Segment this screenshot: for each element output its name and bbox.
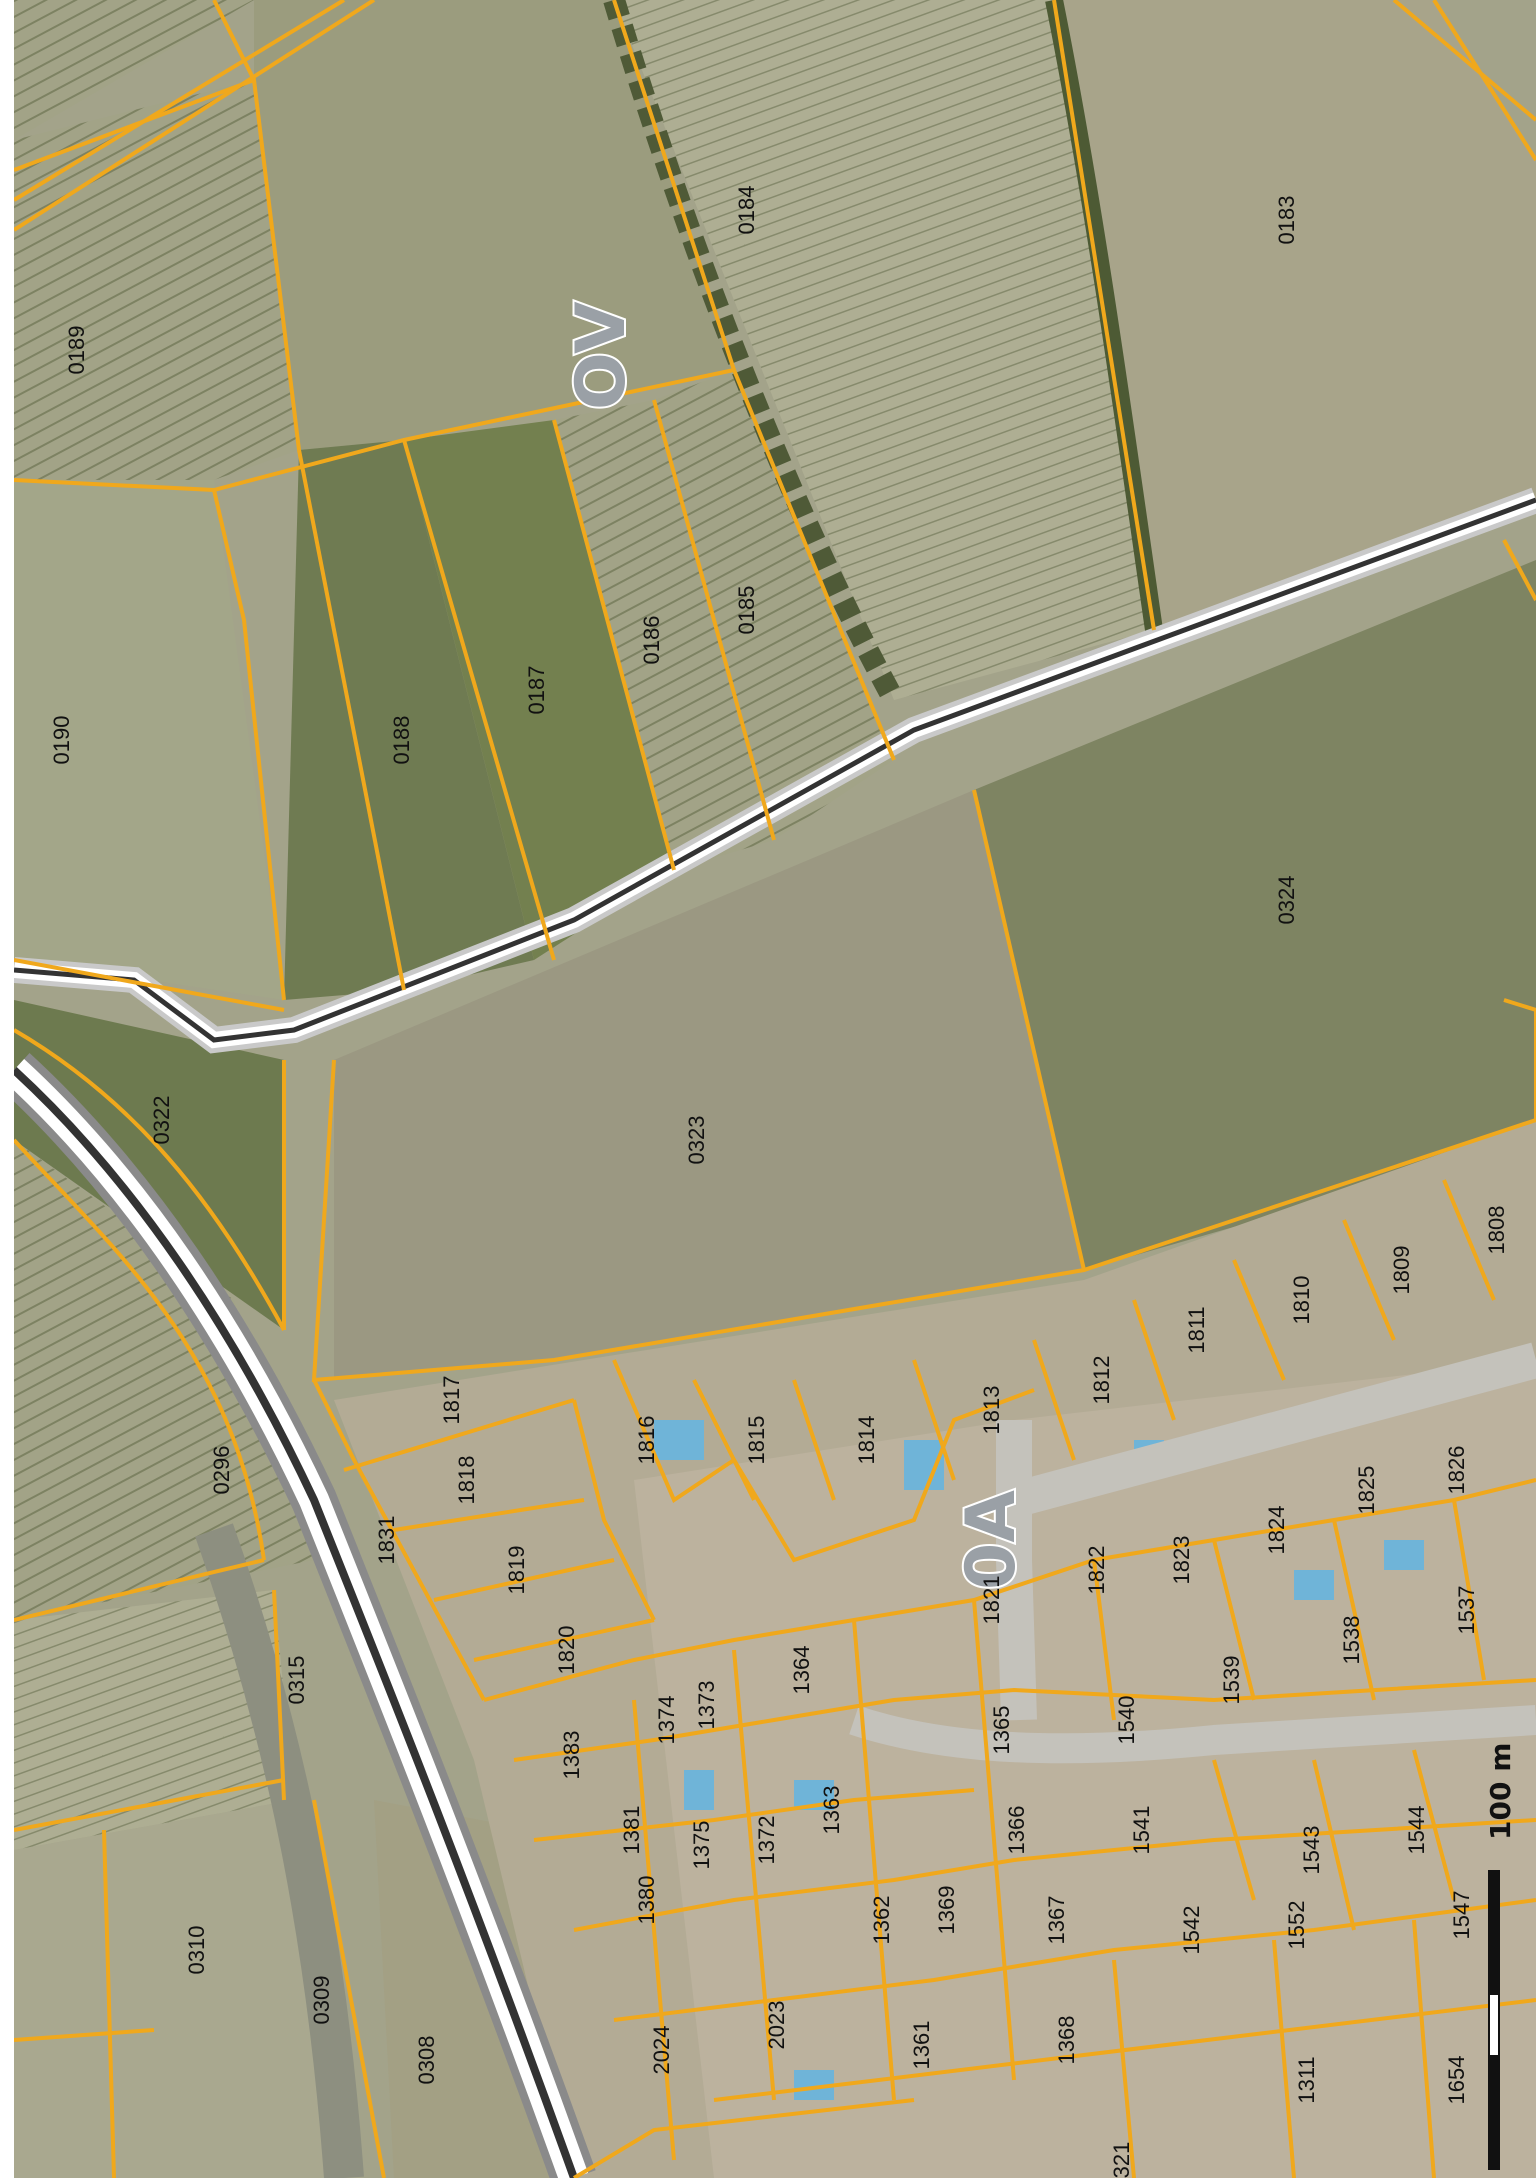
- parcel-label[interactable]: 1809: [1389, 1246, 1414, 1295]
- parcel-label[interactable]: 1537: [1454, 1586, 1479, 1635]
- parcel-label[interactable]: 1654: [1444, 2056, 1469, 2105]
- parcel-label[interactable]: 1540: [1114, 1696, 1139, 1745]
- parcel-label[interactable]: 1812: [1089, 1356, 1114, 1405]
- parcel-label[interactable]: 1368: [1054, 2016, 1079, 2065]
- parcel-label[interactable]: 1383: [559, 1731, 584, 1780]
- parcel-label[interactable]: 1539: [1219, 1656, 1244, 1705]
- parcel-label[interactable]: 1819: [504, 1546, 529, 1595]
- parcel-label[interactable]: 1811: [1184, 1306, 1209, 1353]
- parcel-label[interactable]: 1552: [1284, 1901, 1309, 1950]
- scale-bar-white-segment: [1490, 1995, 1498, 2055]
- parcel-label[interactable]: 0186: [639, 616, 664, 665]
- section-label-0a: 0A: [952, 1490, 1031, 1590]
- parcel-label[interactable]: 0183: [1274, 196, 1299, 245]
- parcel-label[interactable]: 1365: [989, 1706, 1014, 1755]
- parcel-labels: 0189 0190 0188 0187 0186 0185 0184 0183 0324 0323…: [49, 186, 1509, 2178]
- residential-zone: [334, 1120, 1536, 2178]
- parcel-label[interactable]: 1808: [1484, 1206, 1509, 1255]
- parcel-label[interactable]: 0188: [389, 716, 414, 765]
- parcel-label[interactable]: 0187: [524, 666, 549, 715]
- parcel-label[interactable]: 2024: [649, 2026, 674, 2075]
- parcel-label[interactable]: 1813: [979, 1386, 1004, 1435]
- parcel-label[interactable]: 1372: [754, 1816, 779, 1865]
- scale-bar[interactable]: 100 m: [1484, 1743, 1517, 2170]
- parcel-label[interactable]: 1825: [1354, 1466, 1379, 1515]
- parcel-label[interactable]: 1818: [454, 1456, 479, 1505]
- parcel-label[interactable]: 0308: [414, 2036, 439, 2085]
- parcel-label[interactable]: 1361: [909, 2021, 934, 2070]
- parcel-label[interactable]: 0324: [1274, 876, 1299, 925]
- parcel-label[interactable]: 321: [1109, 2142, 1134, 2178]
- parcel-label[interactable]: 1381: [619, 1806, 644, 1855]
- parcel-label[interactable]: 1820: [554, 1626, 579, 1675]
- section-labels: OV 0A: [560, 299, 1033, 1592]
- parcel-label[interactable]: 1375: [689, 1821, 714, 1870]
- parcel-label[interactable]: 1824: [1264, 1506, 1289, 1555]
- parcel-label[interactable]: 0322: [149, 1096, 174, 1145]
- parcel-label[interactable]: 1366: [1004, 1806, 1029, 1855]
- parcel-label[interactable]: 1547: [1449, 1891, 1474, 1940]
- parcel-label[interactable]: 1831: [374, 1516, 399, 1565]
- parcel-label[interactable]: 1544: [1404, 1806, 1429, 1855]
- parcel-label[interactable]: 1821: [979, 1576, 1004, 1625]
- parcel-label[interactable]: 1363: [819, 1786, 844, 1835]
- section-label-ov: OV: [562, 301, 641, 410]
- parcel-label[interactable]: 0189: [64, 326, 89, 375]
- parcel-label[interactable]: 1826: [1444, 1446, 1469, 1495]
- parcel-label[interactable]: 0296: [209, 1446, 234, 1495]
- parcel-label[interactable]: 1815: [744, 1416, 769, 1465]
- parcel-label[interactable]: 1816: [634, 1416, 659, 1465]
- parcel-label[interactable]: 1364: [789, 1646, 814, 1695]
- parcel-label[interactable]: 1311: [1294, 2056, 1319, 2103]
- roads: [14, 487, 1536, 2178]
- parcel-label[interactable]: 1362: [869, 1896, 894, 1945]
- parcel-label[interactable]: 1380: [634, 1876, 659, 1925]
- parcel-label[interactable]: 1810: [1289, 1276, 1314, 1325]
- cadastral-map[interactable]: OV 0A 0189 0190 0188 0187 0186 0185 0184 0183 03…: [14, 0, 1536, 2178]
- parcel-label[interactable]: 1817: [439, 1376, 464, 1425]
- field-areas: [14, 0, 1536, 2178]
- parcel-label[interactable]: 1367: [1044, 1896, 1069, 1945]
- parcel-label[interactable]: 0184: [734, 186, 759, 235]
- parcel-label[interactable]: 0190: [49, 716, 74, 765]
- parcel-label[interactable]: 0309: [309, 1976, 334, 2025]
- parcel-label[interactable]: 0185: [734, 586, 759, 635]
- parcel-label[interactable]: 1543: [1299, 1826, 1324, 1875]
- parcel-label[interactable]: 1542: [1179, 1906, 1204, 1955]
- parcel-label[interactable]: 1538: [1339, 1616, 1364, 1665]
- parcel-label[interactable]: 1369: [934, 1886, 959, 1935]
- parcel-label[interactable]: 1822: [1084, 1546, 1109, 1595]
- parcel-label[interactable]: 0323: [684, 1116, 709, 1165]
- parcel-label[interactable]: 1541: [1129, 1806, 1154, 1855]
- scale-bar-label: 100 m: [1484, 1743, 1517, 1840]
- parcel-label[interactable]: 2023: [764, 2001, 789, 2050]
- parcel-label[interactable]: 0310: [184, 1926, 209, 1975]
- parcel-label[interactable]: 1814: [854, 1416, 879, 1465]
- parcel-label[interactable]: 1374: [654, 1696, 679, 1745]
- parcel-boundaries: [14, 0, 1536, 2178]
- parcel-label[interactable]: 0315: [284, 1656, 309, 1705]
- parcel-label[interactable]: 1373: [694, 1681, 719, 1730]
- parcel-label[interactable]: 1823: [1169, 1536, 1194, 1585]
